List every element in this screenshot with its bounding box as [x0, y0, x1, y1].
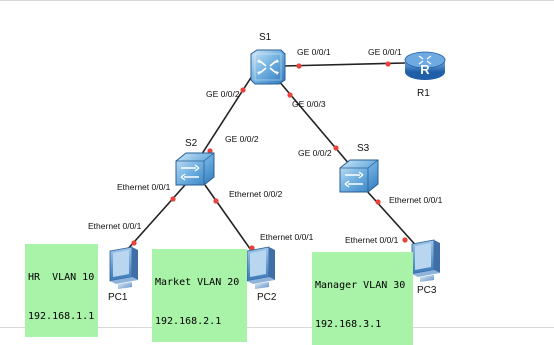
switch-icon[interactable] [250, 49, 286, 85]
svg-text:R: R [420, 62, 430, 77]
vlan-box-market: Market VLAN 20 192.168.2.1 [152, 249, 247, 342]
port-dot-r1-ge001 [385, 61, 391, 67]
router-icon[interactable]: R [404, 51, 446, 80]
port-label-s1-r1: GE 0/0/1 [297, 47, 331, 57]
frame-top-border [0, 0, 554, 1]
vlan-subnet-hr: 192.168.1.1 [28, 311, 95, 322]
vlan-title-hr: HR VLAN 10 [28, 272, 95, 283]
vlan-box-hr: HR VLAN 10 192.168.1.1 [25, 244, 98, 337]
port-dot-s1-ge003 [287, 92, 293, 98]
link-s2-pc2 [204, 184, 259, 261]
port-label-s3-pc3: Ethernet 0/0/1 [389, 195, 443, 205]
port-dot-s3-ge002 [333, 145, 339, 151]
topology-diagram: S1 R R1 S2 S3 PC1 PC2 [88, 32, 446, 303]
vlan-subnet-manager: 192.168.3.1 [315, 319, 382, 330]
device-label-s2: S2 [185, 138, 198, 149]
port-dots [131, 61, 408, 251]
port-label-s1-s2: GE 0/0/2 [206, 89, 240, 99]
port-label-s3-s1: GE 0/0/2 [298, 148, 332, 158]
link-s1-r1 [282, 62, 406, 67]
device-label-s3: S3 [357, 143, 370, 154]
port-label-s2-pc1: Ethernet 0/0/1 [117, 182, 171, 192]
port-dot-s1-ge002 [240, 87, 246, 93]
port-dot-pc1-eth001 [131, 240, 137, 246]
pc-icon[interactable] [411, 239, 440, 282]
device-label-pc1: PC1 [108, 292, 128, 303]
port-label-pc3-s3: Ethernet 0/0/1 [345, 235, 399, 245]
port-label-r1-s1: GE 0/0/1 [368, 47, 402, 57]
pc-icon[interactable] [246, 246, 275, 289]
port-labels: GE 0/0/1 GE 0/0/1 GE 0/0/2 GE 0/0/2 GE 0… [88, 47, 443, 245]
port-dot-s3-eth001 [375, 199, 381, 205]
port-dot-s2-ge002 [207, 148, 213, 154]
port-label-s2-s1: GE 0/0/2 [225, 134, 259, 144]
device-label-s1: S1 [259, 32, 272, 43]
port-label-pc2-s2: Ethernet 0/0/1 [260, 232, 314, 242]
port-dot-s2-eth002 [213, 198, 219, 204]
port-dot-pc2-eth001 [249, 245, 255, 251]
vlan-title-manager: Manager VLAN 30 [315, 280, 406, 291]
port-label-s1-s3: GE 0/0/3 [292, 99, 326, 109]
vlan-title-market: Market VLAN 20 [155, 277, 240, 288]
device-label-pc2: PC2 [257, 292, 277, 303]
port-dot-s1-ge001 [296, 63, 302, 69]
pc-icon[interactable] [109, 246, 138, 289]
switch-icon[interactable] [175, 152, 215, 186]
switch-icon[interactable] [339, 159, 379, 193]
device-label-r1: R1 [417, 88, 430, 99]
vlan-subnet-market: 192.168.2.1 [155, 316, 222, 327]
device-label-pc3: PC3 [417, 285, 437, 296]
vlan-box-manager: Manager VLAN 30 192.168.3.1 [312, 252, 413, 345]
port-dot-s2-eth001 [170, 196, 176, 202]
link-s3-pc3 [365, 189, 421, 251]
port-label-s2-pc2: Ethernet 0/0/2 [229, 189, 283, 199]
port-dot-pc3-eth001 [402, 237, 408, 243]
port-label-pc1-s2: Ethernet 0/0/1 [88, 221, 142, 231]
